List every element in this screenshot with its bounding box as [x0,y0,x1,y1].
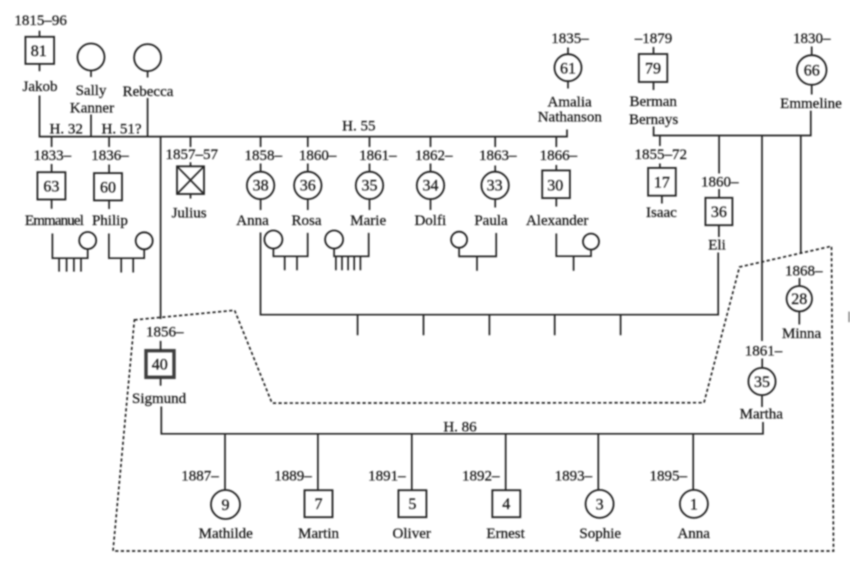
svg-text:Emmanuel: Emmanuel [25,213,84,229]
svg-text:Isaac: Isaac [646,205,677,221]
svg-text:36: 36 [300,177,316,194]
svg-text:1868–: 1868– [785,264,823,280]
svg-text:H. 32: H. 32 [50,122,83,138]
svg-text:Alexander: Alexander [526,213,588,229]
svg-text:1862–: 1862– [415,148,453,164]
svg-text:1: 1 [690,496,698,513]
svg-text:Marie: Marie [350,213,386,229]
svg-text:H. 55: H. 55 [342,119,375,135]
svg-text:H. 51?: H. 51? [102,122,142,138]
svg-text:1893–: 1893– [555,469,593,485]
svg-text:Sophie: Sophie [579,526,621,542]
svg-text:17: 17 [654,174,670,191]
svg-text:35: 35 [754,374,770,391]
svg-text:60: 60 [100,179,116,196]
svg-text:Anna: Anna [677,526,710,542]
svg-text:4: 4 [502,496,510,513]
svg-text:66: 66 [804,63,820,80]
svg-text:Mathilde: Mathilde [199,526,253,542]
svg-text:61: 61 [560,60,576,77]
svg-text:Sigmund: Sigmund [132,391,187,407]
svg-text:1861–: 1861– [745,344,783,360]
svg-text:35: 35 [362,177,378,194]
svg-text:Paula: Paula [474,213,508,229]
svg-text:38: 38 [253,177,269,194]
svg-text:28: 28 [791,291,807,308]
svg-text:Emmeline: Emmeline [780,96,842,112]
svg-text:1863–: 1863– [479,148,517,164]
svg-text:Ernest: Ernest [486,526,525,542]
svg-text:5: 5 [408,496,416,513]
svg-text:Julius: Julius [172,206,207,222]
svg-text:H. 86: H. 86 [443,420,477,436]
svg-text:Nathanson: Nathanson [538,110,603,126]
svg-text:1830–: 1830– [793,31,831,47]
svg-text:Dolfi: Dolfi [414,213,446,229]
svg-text:33: 33 [487,178,503,195]
svg-text:1861–: 1861– [359,148,397,164]
svg-text:1858–: 1858– [245,148,283,164]
svg-text:Anna: Anna [236,213,269,229]
svg-text:1887–: 1887– [181,469,219,485]
svg-text:1835–: 1835– [551,31,589,47]
svg-text:79: 79 [645,61,661,78]
svg-text:1857–57: 1857–57 [166,147,219,163]
svg-text:Bernays: Bernays [629,112,678,128]
svg-text:Kanner: Kanner [70,100,114,116]
svg-text:Rosa: Rosa [292,213,322,229]
svg-text:1895–: 1895– [650,469,688,485]
svg-text:Rebecca: Rebecca [123,84,174,100]
svg-text:Martin: Martin [298,526,339,542]
svg-text:1866–: 1866– [540,148,578,164]
svg-text:Sally: Sally [76,83,107,99]
svg-text:Amalia: Amalia [548,95,592,111]
svg-text:34: 34 [423,177,439,194]
svg-text:Berman: Berman [629,94,677,110]
svg-text:1860–: 1860– [701,175,739,191]
svg-text:1833–: 1833– [34,148,72,164]
svg-text:Martha: Martha [740,407,784,423]
svg-text:Philip: Philip [92,213,128,229]
svg-text:1860–: 1860– [299,148,337,164]
svg-text:Minna: Minna [782,326,822,342]
svg-text:63: 63 [43,179,59,196]
svg-text:9: 9 [222,497,230,514]
svg-text:1856–: 1856– [146,325,184,341]
svg-text:30: 30 [547,178,563,195]
svg-text:36: 36 [711,204,727,221]
svg-text:7: 7 [315,496,323,513]
svg-text:1815–96: 1815–96 [14,13,67,29]
svg-text:1855–72: 1855–72 [634,147,687,163]
svg-text:1889–: 1889– [274,469,312,485]
svg-text:1836–: 1836– [91,148,129,164]
svg-text:1891–: 1891– [368,469,406,485]
svg-text:1892–: 1892– [462,469,500,485]
svg-text:Eli: Eli [708,238,726,254]
svg-text:–1879: –1879 [634,31,673,47]
svg-text:Jakob: Jakob [23,79,58,95]
svg-text:3: 3 [596,496,604,513]
svg-text:Oliver: Oliver [393,526,431,542]
svg-text:81: 81 [31,43,47,60]
svg-text:40: 40 [152,357,168,374]
